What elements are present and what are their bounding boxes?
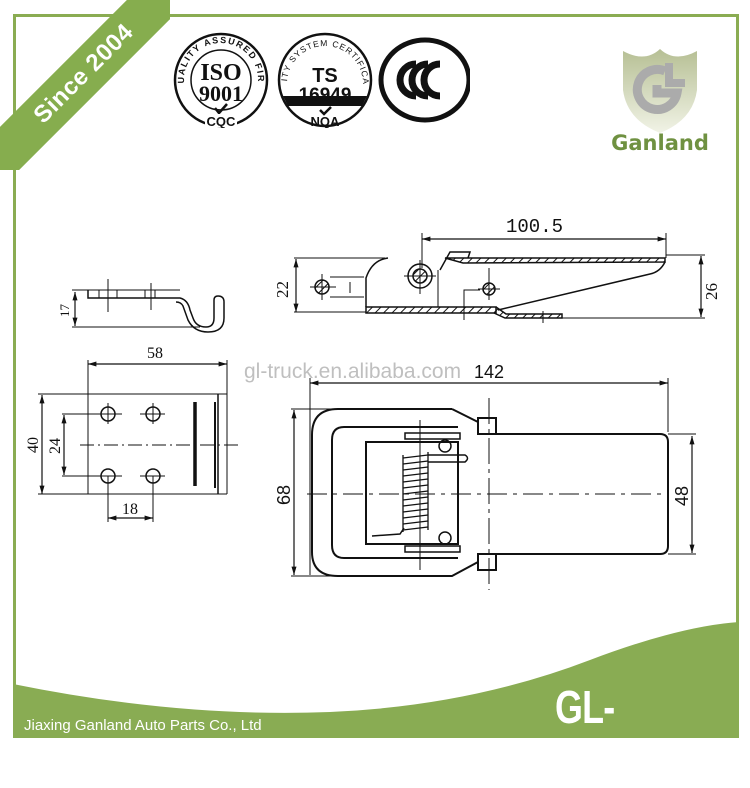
dim-label-hole-spacing-h: 18 — [122, 501, 138, 518]
shield-icon — [623, 49, 697, 133]
dim-label-length-side: 100.5 — [506, 216, 563, 238]
dim-label-right-height: 26 — [702, 283, 721, 300]
dim-label-outer-height: 68 — [274, 485, 294, 505]
check-icon — [214, 103, 228, 115]
dim-label-length-top: 142 — [474, 362, 504, 382]
dim-label-plate-width: 58 — [147, 345, 163, 362]
brand-name: Ganland — [611, 131, 709, 155]
watermark: gl-truck.en.alibaba.com — [244, 360, 462, 383]
latch-side-view — [293, 233, 705, 323]
cqc-label: CQC — [207, 114, 237, 128]
dimension-labels: 100.5 22 26 17 58 40 24 18 142 68 48 — [25, 216, 721, 518]
dim-label-catch-height: 17 — [57, 304, 72, 318]
ganland-logo: Ganland — [605, 45, 715, 165]
technical-drawing: 100.5 22 26 17 58 40 24 18 142 68 48 — [25, 216, 721, 590]
check-icon — [319, 106, 332, 116]
page-frame — [13, 14, 739, 738]
ts-label: TS — [312, 65, 338, 87]
dim-label-plate-height: 40 — [25, 437, 42, 453]
certification-badges: QUALITY ASSURED FIRM ISO 9001 CQC QUALIT… — [170, 28, 470, 128]
iso-label: ISO — [200, 60, 241, 86]
iso-number: 9001 — [199, 81, 243, 106]
ccc-badge — [378, 37, 470, 123]
model-number: GL-14118 — [555, 681, 650, 787]
nqa-label: NQA — [311, 114, 341, 128]
dim-label-left-height: 22 — [273, 281, 292, 298]
ts-number: 16949 — [299, 85, 352, 106]
spring — [402, 452, 429, 532]
latch-top-view — [291, 378, 696, 590]
catch-side-view — [72, 279, 225, 333]
dim-label-inner-height: 48 — [672, 486, 692, 506]
dim-label-hole-spacing-v: 24 — [47, 438, 64, 454]
catch-plate-view — [38, 360, 240, 522]
footer-band — [13, 622, 739, 738]
company-name: Jiaxing Ganland Auto Parts Co., Ltd — [24, 717, 262, 734]
